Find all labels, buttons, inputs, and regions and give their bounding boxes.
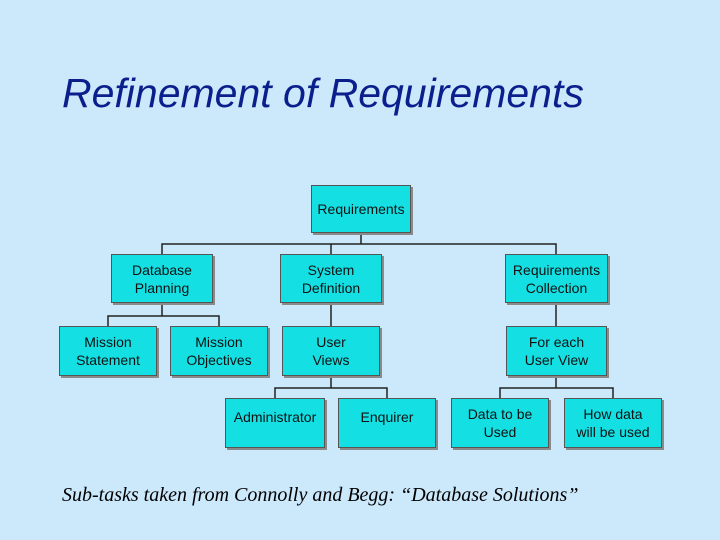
node-label: Enquirer [360, 409, 414, 425]
source-caption: Sub-tasks taken from Connolly and Begg: … [62, 484, 579, 506]
node-database-planning: Database Planning [111, 254, 213, 303]
node-for-each-user-view: For each User View [506, 326, 607, 376]
node-label: Requirements [317, 201, 405, 217]
node-requirements-collection: Requirements Collection [505, 254, 608, 303]
node-label: Mission Statement [76, 334, 140, 368]
node-requirements: Requirements [311, 185, 411, 233]
node-label: Data to be Used [467, 406, 533, 440]
node-label: For each User View [524, 334, 589, 368]
node-mission-objectives: Mission Objectives [170, 326, 268, 376]
node-label: System Definition [301, 261, 361, 296]
node-label: Administrator [233, 409, 317, 425]
node-label: How data will be used [576, 406, 650, 440]
node-data-to-be-used: Data to be Used [451, 398, 549, 448]
node-mission-statement: Mission Statement [59, 326, 157, 376]
node-system-definition: System Definition [280, 254, 382, 303]
node-label: Database Planning [132, 261, 192, 296]
node-how-data-will-be-used: How data will be used [564, 398, 662, 448]
node-label: Mission Objectives [186, 334, 252, 368]
slide-title: Refinement of Requirements [62, 70, 584, 116]
node-user-views: User Views [282, 326, 380, 376]
node-label: User Views [312, 334, 350, 368]
node-enquirer: Enquirer [338, 398, 436, 448]
node-administrator: Administrator [225, 398, 325, 448]
node-label: Requirements Collection [512, 261, 601, 296]
